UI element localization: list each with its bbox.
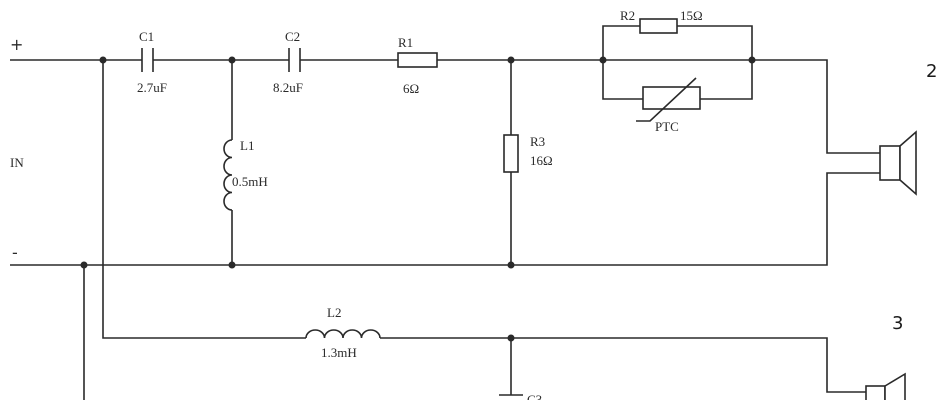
- c1-name-label: C1: [139, 29, 154, 44]
- top-rail-wire: [10, 59, 880, 154]
- r1-name-label: R1: [398, 35, 413, 50]
- junction-dot: [99, 56, 107, 64]
- inductor-l1: L1 0.5mH: [223, 138, 268, 211]
- tweeter-number-label: 2: [926, 61, 937, 82]
- resistor-r1: R1 6Ω: [397, 35, 438, 96]
- ptc-thermistor: PTC: [636, 77, 701, 134]
- l1-value-label: 0.5mH: [232, 174, 268, 189]
- c2-name-label: C2: [285, 29, 300, 44]
- c1-value-label: 2.7uF: [137, 80, 167, 95]
- r2-name-label: R2: [620, 8, 635, 23]
- junction-dot: [507, 261, 515, 269]
- c2-value-label: 8.2uF: [273, 80, 303, 95]
- capacitor-c2: C2 8.2uF: [273, 29, 303, 95]
- r3-value-label: 16Ω: [530, 153, 553, 168]
- l2-value-label: 1.3mH: [321, 345, 357, 360]
- minus-terminal-label: -: [12, 243, 18, 262]
- junctions: [80, 56, 756, 342]
- junction-dot: [599, 56, 607, 64]
- junction-dot: [228, 56, 236, 64]
- l2-name-label: L2: [327, 305, 341, 320]
- capacitor-c1: C1 2.7uF: [137, 29, 167, 95]
- inductor-l2: L2 1.3mH: [305, 305, 381, 360]
- r3-name-label: R3: [530, 134, 545, 149]
- midrange-number-label: 3: [892, 313, 903, 334]
- wires: [10, 25, 880, 400]
- plus-terminal-label: +: [10, 35, 23, 54]
- negative-rail-wire: [10, 172, 880, 266]
- ptc-label: PTC: [655, 119, 679, 134]
- resistor-r3: R3 16Ω: [503, 134, 553, 173]
- input-label: IN: [10, 155, 24, 170]
- junction-dot: [507, 334, 515, 342]
- r1-value-label: 6Ω: [403, 81, 419, 96]
- r2-value-label: 15Ω: [680, 8, 703, 23]
- r2-ptc-loop-wire: [602, 25, 753, 100]
- midrange-speaker-icon: 3: [865, 313, 906, 400]
- capacitor-c3: C3: [499, 392, 542, 400]
- resistor-r2: R2 15Ω: [620, 8, 703, 34]
- c3-name-label: C3: [527, 392, 542, 400]
- l1-name-label: L1: [240, 138, 254, 153]
- tweeter-speaker-icon: 2: [879, 61, 937, 196]
- junction-dot: [80, 261, 88, 269]
- junction-dot: [748, 56, 756, 64]
- junction-dot: [507, 56, 515, 64]
- junction-dot: [228, 261, 236, 269]
- l2-branch-wire: [102, 60, 866, 393]
